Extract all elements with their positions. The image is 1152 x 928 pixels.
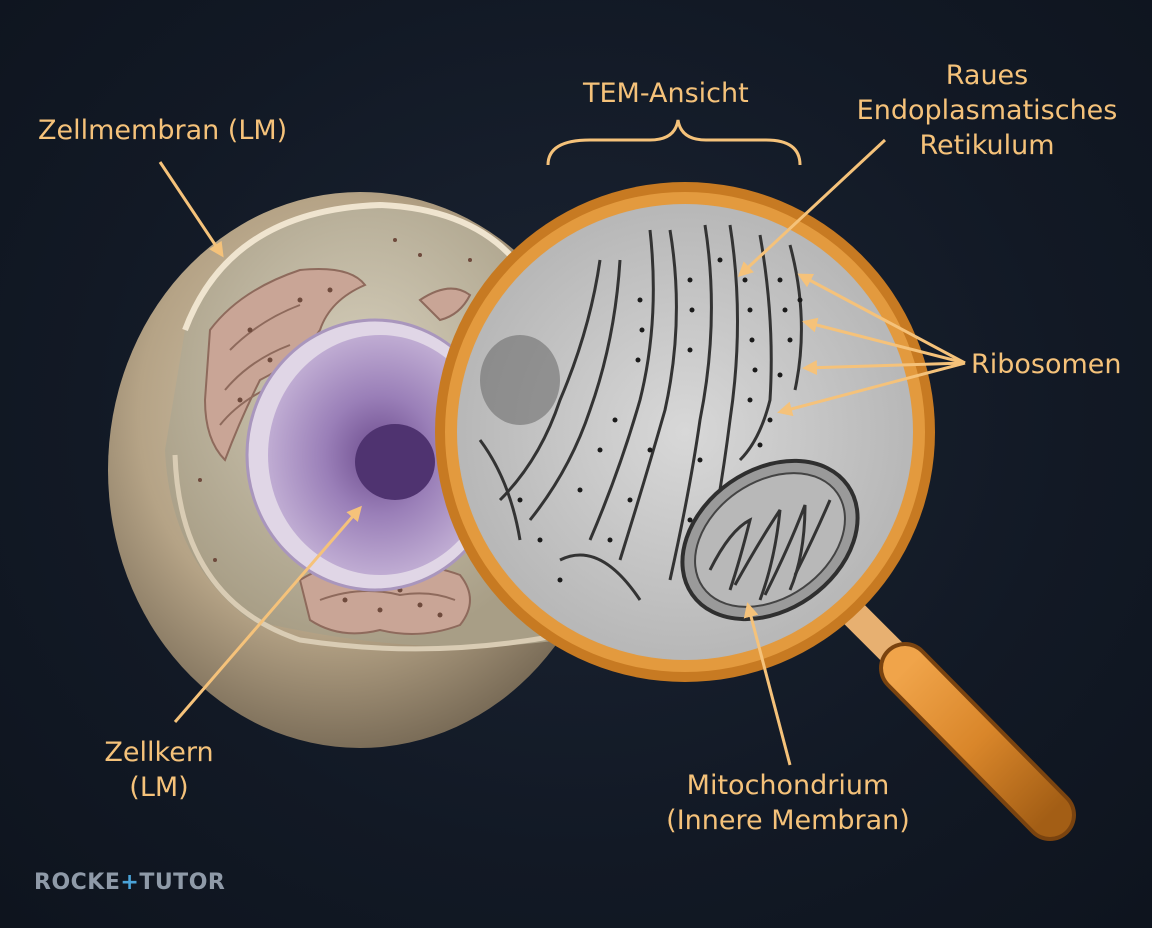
leader-arrows — [158, 138, 966, 766]
label-zellkern: Zellkern (LM) — [84, 735, 234, 805]
label-zellmembran: Zellmembran (LM) — [38, 115, 288, 146]
mitochondrion — [680, 458, 860, 622]
ribosome-dots-cell — [198, 238, 472, 618]
arrow-ribosom-4 — [777, 361, 966, 417]
label-raues-er: Raues Endoplasmatisches Retikulum — [842, 58, 1132, 163]
label-er-line1: Raues — [945, 60, 1029, 91]
label-er-line2: Endoplasmatisches — [856, 95, 1118, 126]
magnifier-handle — [836, 596, 1076, 841]
arrow-ribosom-1 — [797, 273, 966, 365]
arrow-ribosom-3 — [802, 360, 966, 376]
label-tem-ansicht: TEM-Ansicht — [583, 78, 749, 109]
label-zellkern-line2: (LM) — [129, 772, 189, 803]
arrow-er — [737, 138, 887, 278]
label-mitochondrium: Mitochondrium (Innere Membran) — [648, 768, 928, 838]
label-zellkern-line1: Zellkern — [104, 737, 214, 768]
arrow-mitochondrium — [743, 602, 792, 766]
brand-part2: TUTO — [139, 870, 208, 895]
brand-logo: ROCKE+TUTOR — [34, 870, 225, 895]
brand-part1: ROCKE — [34, 870, 121, 895]
brand-part3: R — [207, 870, 226, 895]
arrow-zellkern — [173, 505, 362, 723]
brand-plus: + — [120, 870, 140, 895]
tem-brace — [546, 119, 802, 166]
arrow-zellmembran — [158, 161, 224, 258]
label-mito-line2: (Innere Membran) — [666, 805, 910, 836]
arrow-ribosom-2 — [802, 317, 966, 365]
magnifier-lens — [435, 182, 935, 682]
label-er-line3: Retikulum — [919, 130, 1055, 161]
label-ribosomen: Ribosomen — [971, 349, 1122, 380]
label-mito-line1: Mitochondrium — [686, 770, 890, 801]
